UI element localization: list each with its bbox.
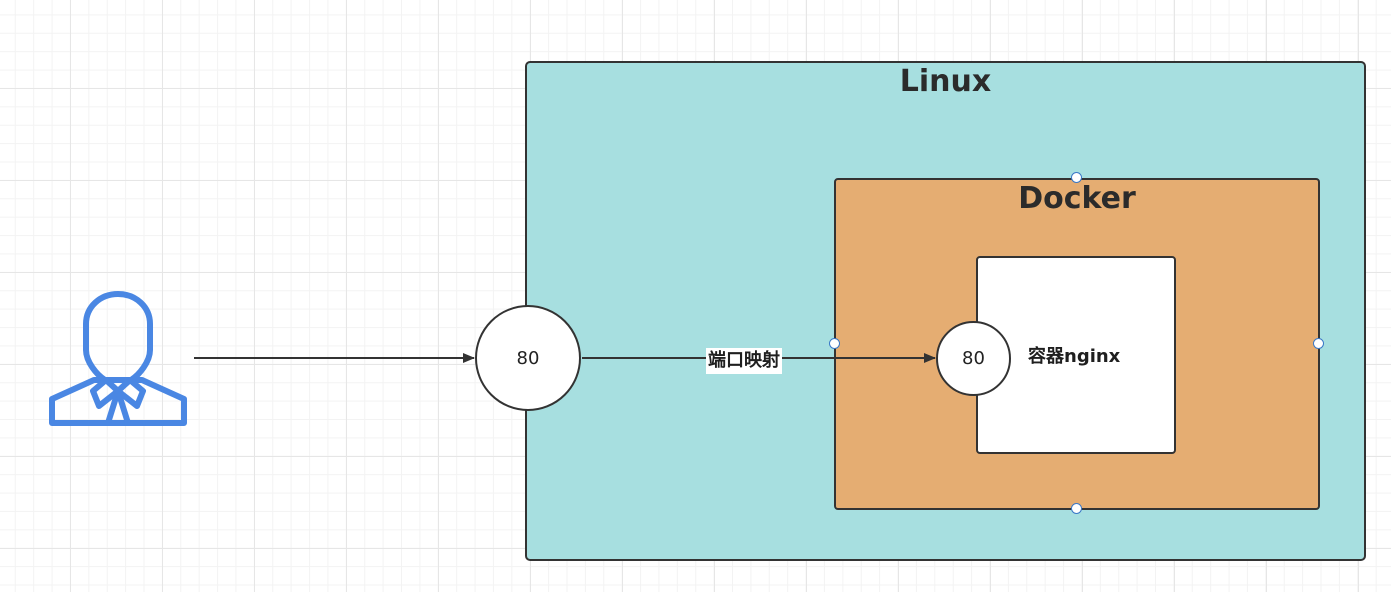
linux-title: Linux — [899, 64, 992, 99]
host-port-label: 80 — [516, 347, 540, 369]
user-icon[interactable] — [44, 288, 192, 430]
nginx-container-label: 容器nginx — [1028, 346, 1121, 367]
port-mapping-label: 端口映射 — [706, 348, 782, 374]
container-port-circle[interactable]: 80 — [936, 321, 1011, 396]
selection-handle-left[interactable] — [829, 338, 840, 349]
selection-handle-bottom[interactable] — [1071, 503, 1082, 514]
host-port-circle[interactable]: 80 — [475, 305, 581, 411]
docker-title: Docker — [1018, 181, 1136, 216]
selection-handle-top[interactable] — [1071, 172, 1082, 183]
selection-handle-right[interactable] — [1313, 338, 1324, 349]
container-port-label: 80 — [962, 348, 985, 369]
